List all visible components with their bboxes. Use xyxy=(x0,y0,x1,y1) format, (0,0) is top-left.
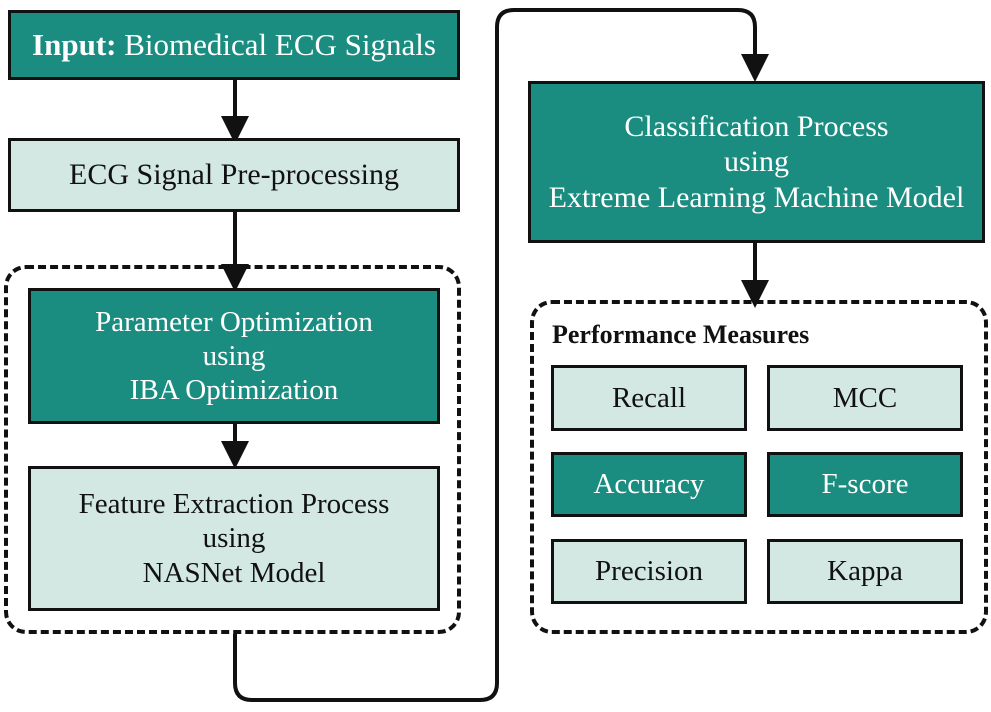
parameter-optimization-line-3: IBA Optimization xyxy=(129,374,339,407)
preprocessing-box-label: ECG Signal Pre-processing xyxy=(69,158,399,192)
metric-box-f-score[interactable]: F-score xyxy=(767,452,963,517)
performance-measures-heading: Performance Measures xyxy=(552,320,810,349)
input-box[interactable]: Input: Biomedical ECG Signals xyxy=(8,10,460,80)
metric-box-mcc[interactable]: MCC xyxy=(767,365,963,431)
metric-box-precision[interactable]: Precision xyxy=(551,539,747,604)
input-box-label-bold: Input: xyxy=(32,26,117,62)
feature-extraction-line-2: using xyxy=(202,522,266,555)
metric-box-recall[interactable]: Recall xyxy=(551,365,747,431)
metric-label-precision: Precision xyxy=(595,555,703,588)
preprocessing-box[interactable]: ECG Signal Pre-processing xyxy=(8,138,460,212)
feature-extraction-line-3: NASNet Model xyxy=(142,556,326,589)
metric-label-mcc: MCC xyxy=(832,381,898,414)
input-box-label-rest: Biomedical ECG Signals xyxy=(116,26,436,62)
classification-line-2: using xyxy=(723,145,789,179)
metric-label-accuracy: Accuracy xyxy=(593,468,705,501)
feature-extraction-line-1: Feature Extraction Process xyxy=(78,488,390,521)
performance-measures-panel xyxy=(530,300,988,634)
classification-line-3: Extreme Learning Machine Model xyxy=(548,180,965,214)
classification-line-1: Classification Process xyxy=(624,109,889,143)
metric-label-kappa: Kappa xyxy=(827,555,903,588)
parameter-optimization-line-1: Parameter Optimization xyxy=(95,305,373,338)
feature-extraction-box[interactable]: Feature Extraction Process using NASNet … xyxy=(28,466,440,611)
input-box-label: Input: Biomedical ECG Signals xyxy=(32,27,436,64)
classification-box[interactable]: Classification Process using Extreme Lea… xyxy=(528,81,985,243)
left-dashed-group-panel xyxy=(4,265,461,634)
metric-box-accuracy[interactable]: Accuracy xyxy=(551,452,747,517)
parameter-optimization-box[interactable]: Parameter Optimization using IBA Optimiz… xyxy=(28,288,440,424)
metric-label-f-score: F-score xyxy=(821,468,909,501)
metric-box-kappa[interactable]: Kappa xyxy=(767,539,963,604)
metric-label-recall: Recall xyxy=(611,381,687,414)
parameter-optimization-line-2: using xyxy=(202,339,266,372)
